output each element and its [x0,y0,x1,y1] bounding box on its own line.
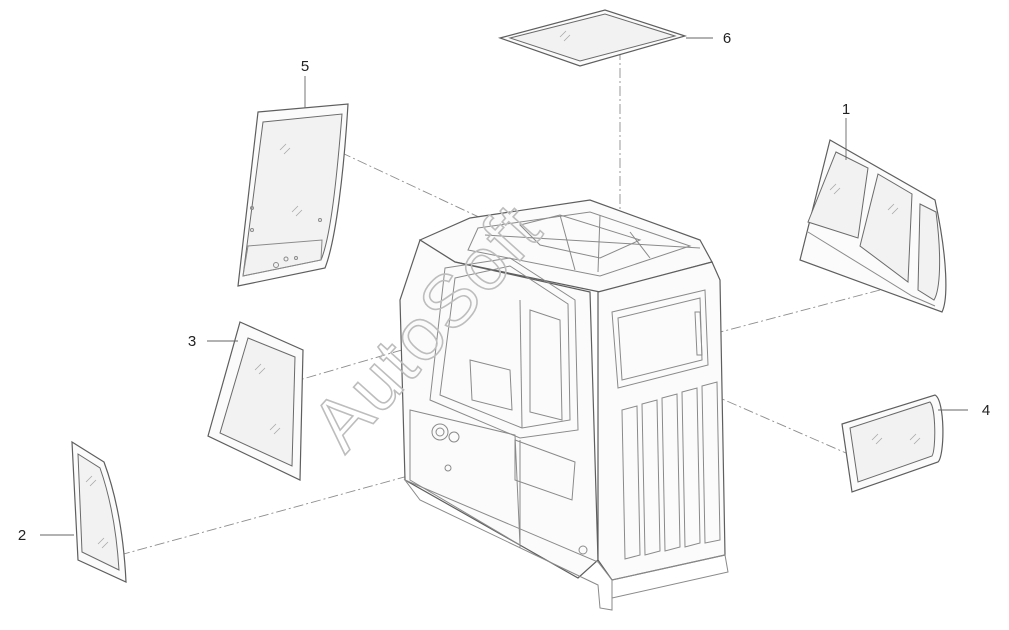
front-windshield-glass [237,103,349,287]
upper-left-door-glass [207,321,304,481]
callout-3: 3 [188,333,196,350]
operator-cab [399,199,729,611]
lower-left-door-glass [71,440,127,583]
leader-lines [40,37,968,536]
callout-5: 5 [301,58,309,75]
callout-4: 4 [982,402,990,419]
right-side-window-glass [799,139,947,313]
callout-1: 1 [842,101,850,118]
callout-2: 2 [18,527,26,544]
callout-6: 6 [723,30,731,47]
rear-window-glass [841,394,944,493]
roof-glass [497,9,688,67]
